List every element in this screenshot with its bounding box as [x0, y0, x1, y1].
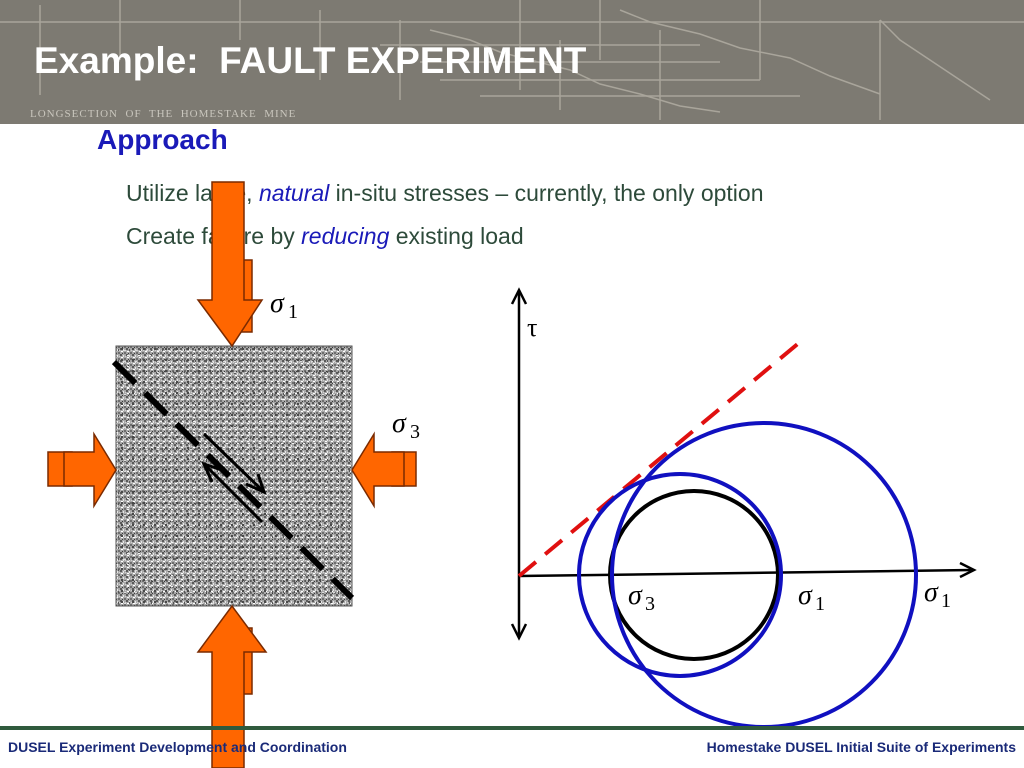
background-map-caption: LONGSECTION OF THE HOMESTAKE MINE — [30, 108, 297, 120]
footer-divider — [0, 726, 1024, 730]
mohr-sigma3-subscript: 3 — [645, 593, 655, 615]
tau-axis-label: τ — [527, 313, 537, 342]
sigma1-subscript: 1 — [288, 301, 298, 323]
sigma3-right-arrow — [351, 431, 417, 509]
slip-arrows — [201, 432, 267, 524]
mohr-sigma3-symbol: σ — [628, 580, 643, 611]
sigma3-symbol: σ — [392, 408, 407, 439]
section-heading: Approach — [97, 124, 228, 155]
mohr-circle-middle — [577, 472, 783, 678]
mohr-sigma1-inner-symbol: σ — [798, 580, 813, 611]
mohr-sigma1-outer-subscript: 1 — [941, 590, 951, 612]
bullet-emphasis: reducing — [301, 223, 390, 249]
sigma3-subscript: 3 — [410, 421, 420, 443]
sigma1-symbol: σ — [270, 288, 285, 319]
bullet-text: in-situ stresses – currently, the only o… — [329, 180, 764, 206]
sigma1-top-arrow — [196, 181, 264, 348]
bullet-item: Create failure by reducing existing load — [126, 223, 524, 250]
header-banner: Example: FAULT EXPERIMENT LONGSECTION OF… — [0, 0, 1024, 124]
footer-left-text: DUSEL Experiment Development and Coordin… — [8, 739, 347, 755]
bullet-text: existing load — [389, 223, 524, 249]
sigma-axis — [518, 561, 977, 579]
mohr-sigma1-inner-subscript: 1 — [815, 593, 825, 615]
bullet-text: Create failure by — [126, 223, 295, 249]
page-title: Example: FAULT EXPERIMENT — [34, 40, 587, 81]
tau-axis — [510, 287, 528, 641]
fault-line — [111, 359, 355, 601]
bullet-emphasis: natural — [258, 180, 330, 206]
mine-longsection-background — [0, 0, 1024, 120]
sigma3-left-arrow — [47, 431, 117, 509]
failure-envelope — [517, 340, 802, 578]
mohr-sigma1-outer-symbol: σ — [924, 577, 939, 608]
footer-right-text: Homestake DUSEL Initial Suite of Experim… — [706, 739, 1016, 755]
